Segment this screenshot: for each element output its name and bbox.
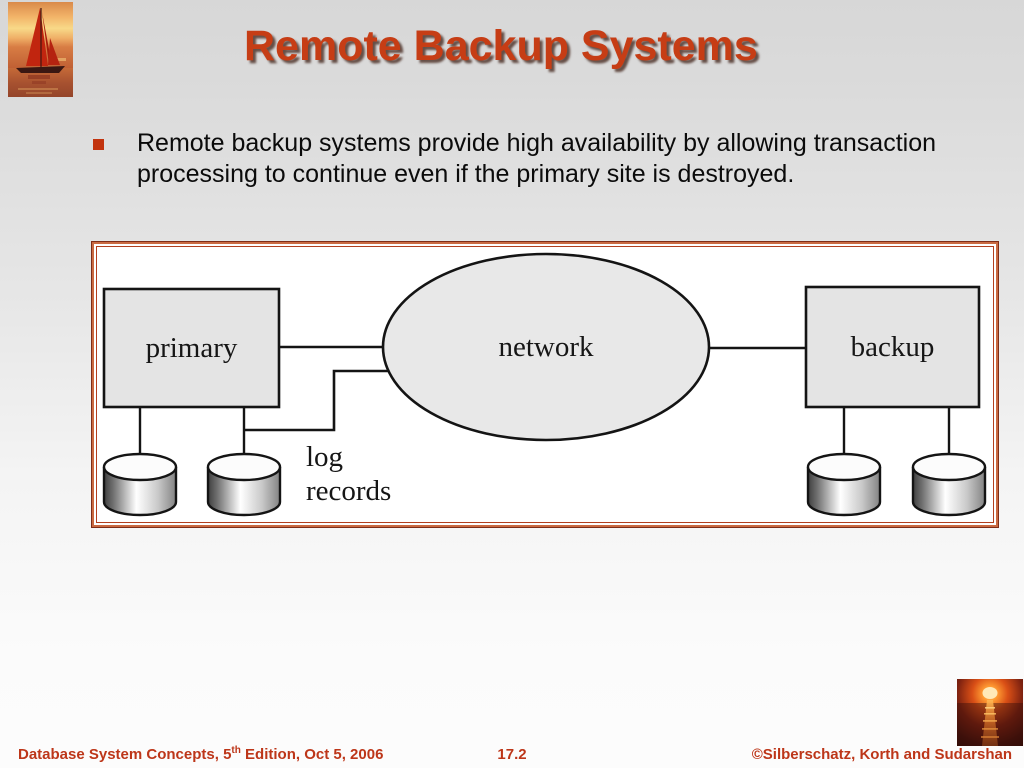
log-records-label: log records [306, 440, 391, 508]
bullet-text-line2: processing to continue even if the prima… [137, 160, 795, 188]
slide-title: Remote Backup Systems [244, 22, 758, 70]
primary-box-shape [102, 287, 281, 409]
sunset-photo [957, 679, 1023, 746]
diagram-graphic [102, 252, 987, 517]
primary-log-disk-icon [206, 452, 282, 517]
footer-page-number: 17.2 [497, 746, 527, 763]
sailboat-graphic [8, 2, 73, 97]
backup-disk1-icon [806, 452, 882, 517]
backup-label: backup [850, 330, 935, 363]
log-records-line2: records [306, 475, 392, 507]
sailboat-photo [8, 2, 73, 97]
network-label: network [498, 330, 594, 363]
backup-box-shape [804, 285, 981, 409]
log-records-line [244, 369, 397, 432]
backup-disk2-icon [911, 452, 987, 517]
footer-copyright: ©Silberschatz, Korth and Sudarshan [751, 746, 1012, 763]
sunset-graphic [957, 679, 1023, 746]
bullet-text-line1: Remote backup systems provide high avail… [137, 129, 937, 157]
bullet-square-icon [93, 139, 104, 150]
footer-book-title-prefix: Database System Concepts, 5 [18, 746, 232, 763]
diagram-frame: primary network backup log records [91, 241, 999, 528]
footer-book-title-suffix: Edition, Oct 5, 2006 [240, 746, 384, 763]
network-ellipse-shape [381, 252, 711, 442]
footer-book-title: Database System Concepts, 5th Edition, O… [18, 745, 383, 763]
footer-ordinal-sup: th [231, 745, 241, 756]
bullet-text: Remote backup systems provide high avail… [137, 128, 936, 190]
primary-label: primary [145, 331, 238, 364]
primary-disk1-icon [102, 452, 178, 517]
log-records-line1: log [306, 441, 344, 473]
